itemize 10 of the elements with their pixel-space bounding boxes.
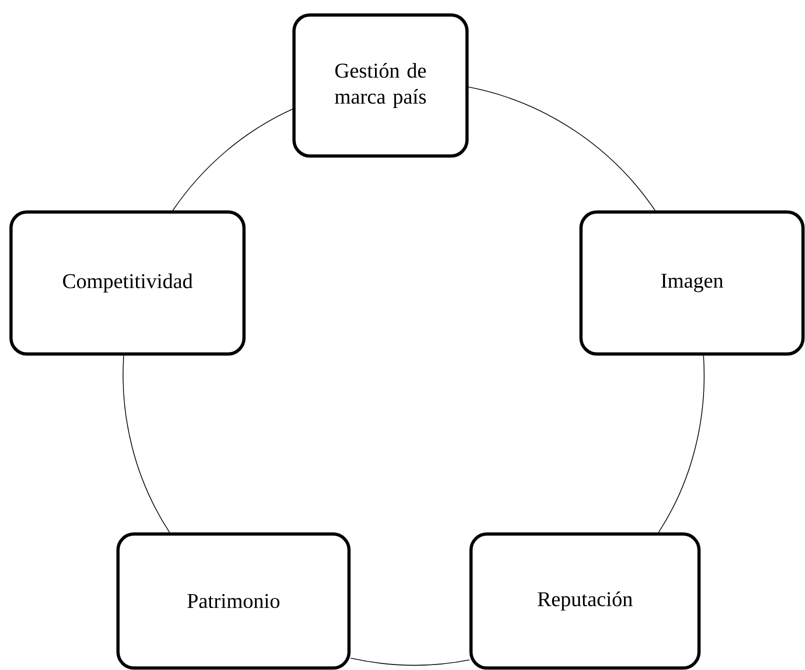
- rounded-box: Imagen: [579, 210, 805, 356]
- rounded-box: Patrimonio: [116, 532, 351, 670]
- circle-arc: [172, 108, 293, 211]
- circle-arc: [122, 355, 170, 533]
- circle-arc: [658, 355, 705, 533]
- rounded-box: Competitividad: [9, 210, 246, 356]
- rounded-box: Gestión de marca país: [292, 13, 469, 158]
- rounded-box: Reputación: [469, 532, 701, 670]
- circle-arc: [350, 658, 470, 666]
- circle-arc: [468, 86, 656, 211]
